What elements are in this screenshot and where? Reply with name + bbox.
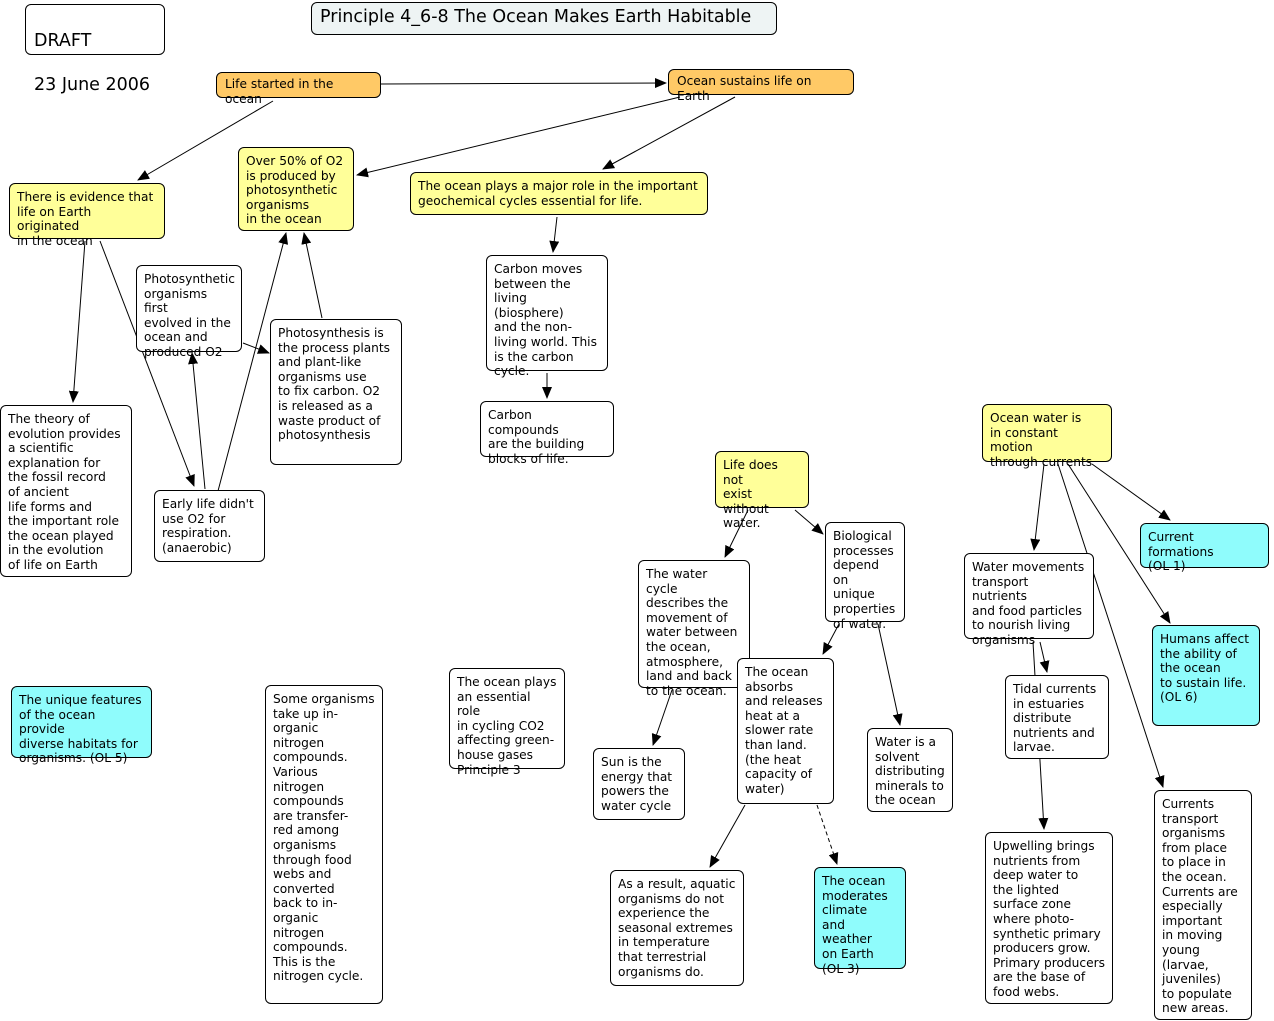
arrow-sustains-to-o2	[356, 96, 681, 178]
node-evidence-origin[interactable]: There is evidence that life on Earth ori…	[9, 183, 165, 248]
arrow-motion-to-currentstransport	[1057, 463, 1165, 788]
arrow-photosynthesis-to-o2	[301, 232, 323, 319]
draft-date: 23 June 2006	[34, 75, 151, 95]
arrow-biological-to-absorbs	[822, 623, 840, 655]
arrow-absorbs-to-moderates	[816, 804, 839, 865]
node-carbon-compounds[interactable]: Carbon compounds are the building blocks…	[480, 401, 614, 466]
page-title: Principle 4_6-8 The Ocean Makes Earth Ha…	[311, 2, 777, 35]
arrow-watermovements-to-tidal	[1039, 641, 1050, 673]
node-co2-role[interactable]: The ocean plays an essential role in cyc…	[449, 668, 565, 777]
draft-label: DRAFT	[34, 31, 92, 51]
node-ocean-motion[interactable]: Ocean water is in constant motion throug…	[982, 404, 1112, 469]
node-water-cycle[interactable]: The water cycle describes the movement o…	[638, 560, 750, 698]
node-currents-transport[interactable]: Currents transport organisms from place …	[1154, 790, 1252, 1020]
arrow-lifewater-to-biological	[794, 509, 824, 535]
node-ocean-sustains[interactable]: Ocean sustains life on Earth	[668, 69, 854, 103]
node-aquatic-extremes[interactable]: As a result, aquatic organisms do not ex…	[610, 870, 744, 986]
arrow-evidence-to-earlylife	[99, 240, 195, 487]
node-photo-first[interactable]: Photosynthetic organisms first evolved i…	[136, 265, 242, 359]
arrow-photofirst-to-photosynthesis	[242, 342, 270, 354]
node-humans-affect[interactable]: Humans affect the ability of the ocean t…	[1152, 625, 1260, 726]
node-photosynthesis[interactable]: Photosynthesis is the process plants and…	[270, 319, 402, 465]
node-carbon-moves[interactable]: Carbon moves between the living (biosphe…	[486, 255, 608, 378]
node-theory-evolution[interactable]: The theory of evolution provides a scien…	[0, 405, 132, 577]
node-sun-energy[interactable]: Sun is the energy that powers the water …	[593, 748, 685, 820]
node-solvent[interactable]: Water is a solvent distributing minerals…	[867, 728, 953, 812]
arrow-biological-to-solvent	[877, 623, 903, 726]
node-nitrogen[interactable]: Some organisms take up in- organic nitro…	[265, 685, 383, 1004]
node-life-water[interactable]: Life does not exist without water.	[715, 451, 809, 530]
node-absorbs-heat[interactable]: The ocean absorbs and releases heat at a…	[737, 658, 834, 804]
node-moderates-climate[interactable]: The ocean moderates climate and weather …	[814, 867, 906, 976]
arrow-watercycle-to-sun	[651, 689, 673, 746]
node-water-movements[interactable]: Water movements transport nutrients and …	[964, 553, 1094, 647]
node-unique-features[interactable]: The unique features of the ocean provide…	[11, 686, 152, 765]
arrow-life-to-evidence	[137, 100, 274, 181]
arrow-motion-to-humans	[1067, 463, 1171, 624]
arrow-earlylife-to-o2	[217, 232, 289, 492]
node-tidal[interactable]: Tidal currents in estuaries distribute n…	[1005, 675, 1109, 759]
node-current-formations[interactable]: Current formations (OL 1)	[1140, 523, 1269, 573]
node-life-started[interactable]: Life started in the ocean	[216, 72, 381, 106]
node-upwelling[interactable]: Upwelling brings nutrients from deep wat…	[985, 832, 1113, 1004]
draft-stamp: DRAFT 23 June 2006	[25, 4, 165, 95]
arrow-earlylife-to-photofirst	[188, 352, 206, 490]
node-early-life[interactable]: Early life didn't use O2 for respiration…	[154, 490, 265, 562]
arrow-evidence-to-theory	[68, 240, 86, 403]
arrow-motion-to-watermovements	[1030, 463, 1045, 551]
arrow-geochem-to-carbon	[549, 216, 560, 253]
arrow-absorbs-to-aquatic	[709, 804, 746, 868]
node-over50-o2[interactable]: Over 50% of O2 is produced by photosynth…	[238, 147, 354, 231]
arrow-lifewater-to-watercycle	[724, 509, 749, 558]
node-biological[interactable]: Biological processes depend on unique pr…	[825, 522, 905, 631]
node-geochemical-cycles[interactable]: The ocean plays a major role in the impo…	[410, 172, 708, 215]
arrow-motion-to-currentformations	[1091, 463, 1171, 521]
arrow-life-to-sustains	[380, 78, 667, 89]
arrow-sustains-to-geochem	[602, 96, 736, 170]
